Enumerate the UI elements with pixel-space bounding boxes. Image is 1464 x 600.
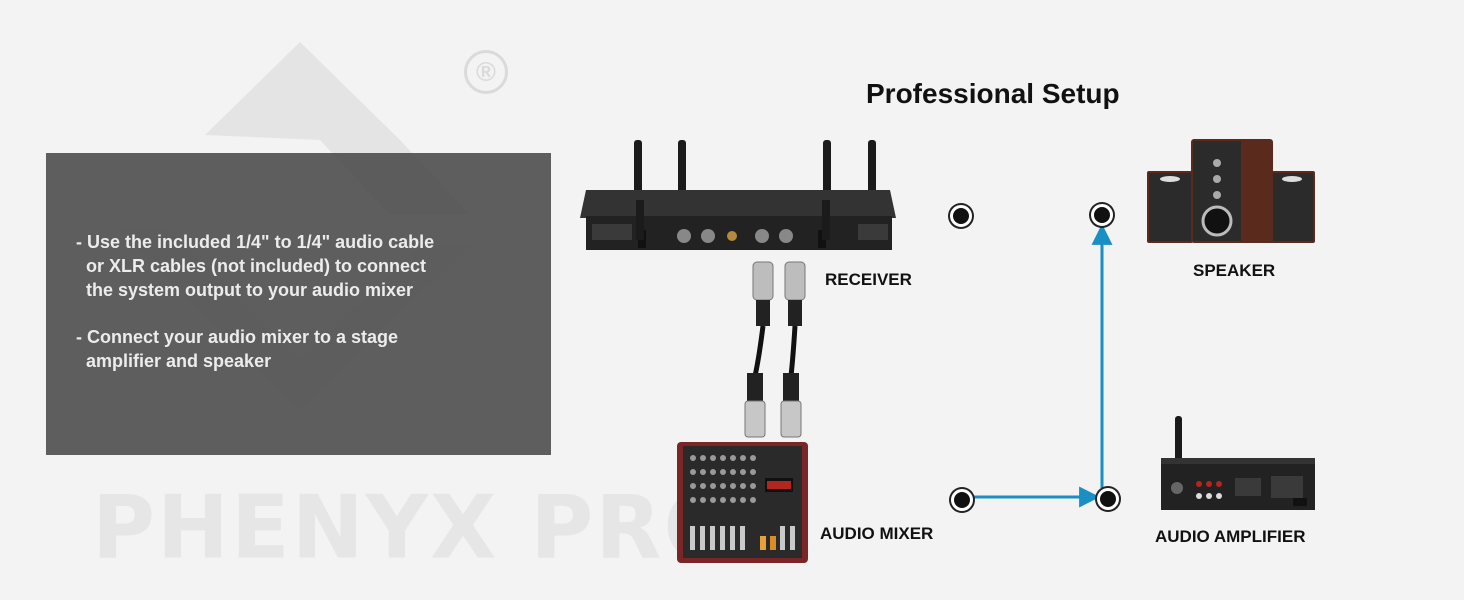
- speaker-input-node: [1091, 204, 1113, 226]
- receiver-output-node: [950, 205, 972, 227]
- amplifier-input-node: [1097, 488, 1119, 510]
- instruction-item: - Connect your audio mixer to a stage am…: [76, 327, 399, 371]
- brand-watermark-text: PHENYX PRO: [92, 477, 739, 579]
- audio-amplifier-label: AUDIO AMPLIFIER: [1155, 527, 1306, 546]
- audio-mixer-image: [677, 442, 808, 563]
- mixer-output-node: [951, 489, 973, 511]
- receiver-image: [580, 140, 896, 250]
- audio-mixer-label: AUDIO MIXER: [820, 524, 934, 543]
- instruction-item: - Use the included 1/4" to 1/4" audio ca…: [76, 232, 435, 300]
- instructions-box: - Use the included 1/4" to 1/4" audio ca…: [46, 153, 551, 455]
- speaker-label: SPEAKER: [1193, 261, 1276, 280]
- xlr-cables-image: [744, 261, 806, 438]
- audio-amplifier-image: [1161, 416, 1315, 510]
- registered-trademark-icon: ®: [464, 50, 508, 94]
- diagram-title: Professional Setup: [866, 78, 1120, 109]
- receiver-label: RECEIVER: [825, 270, 912, 289]
- speaker-image: [1147, 139, 1315, 243]
